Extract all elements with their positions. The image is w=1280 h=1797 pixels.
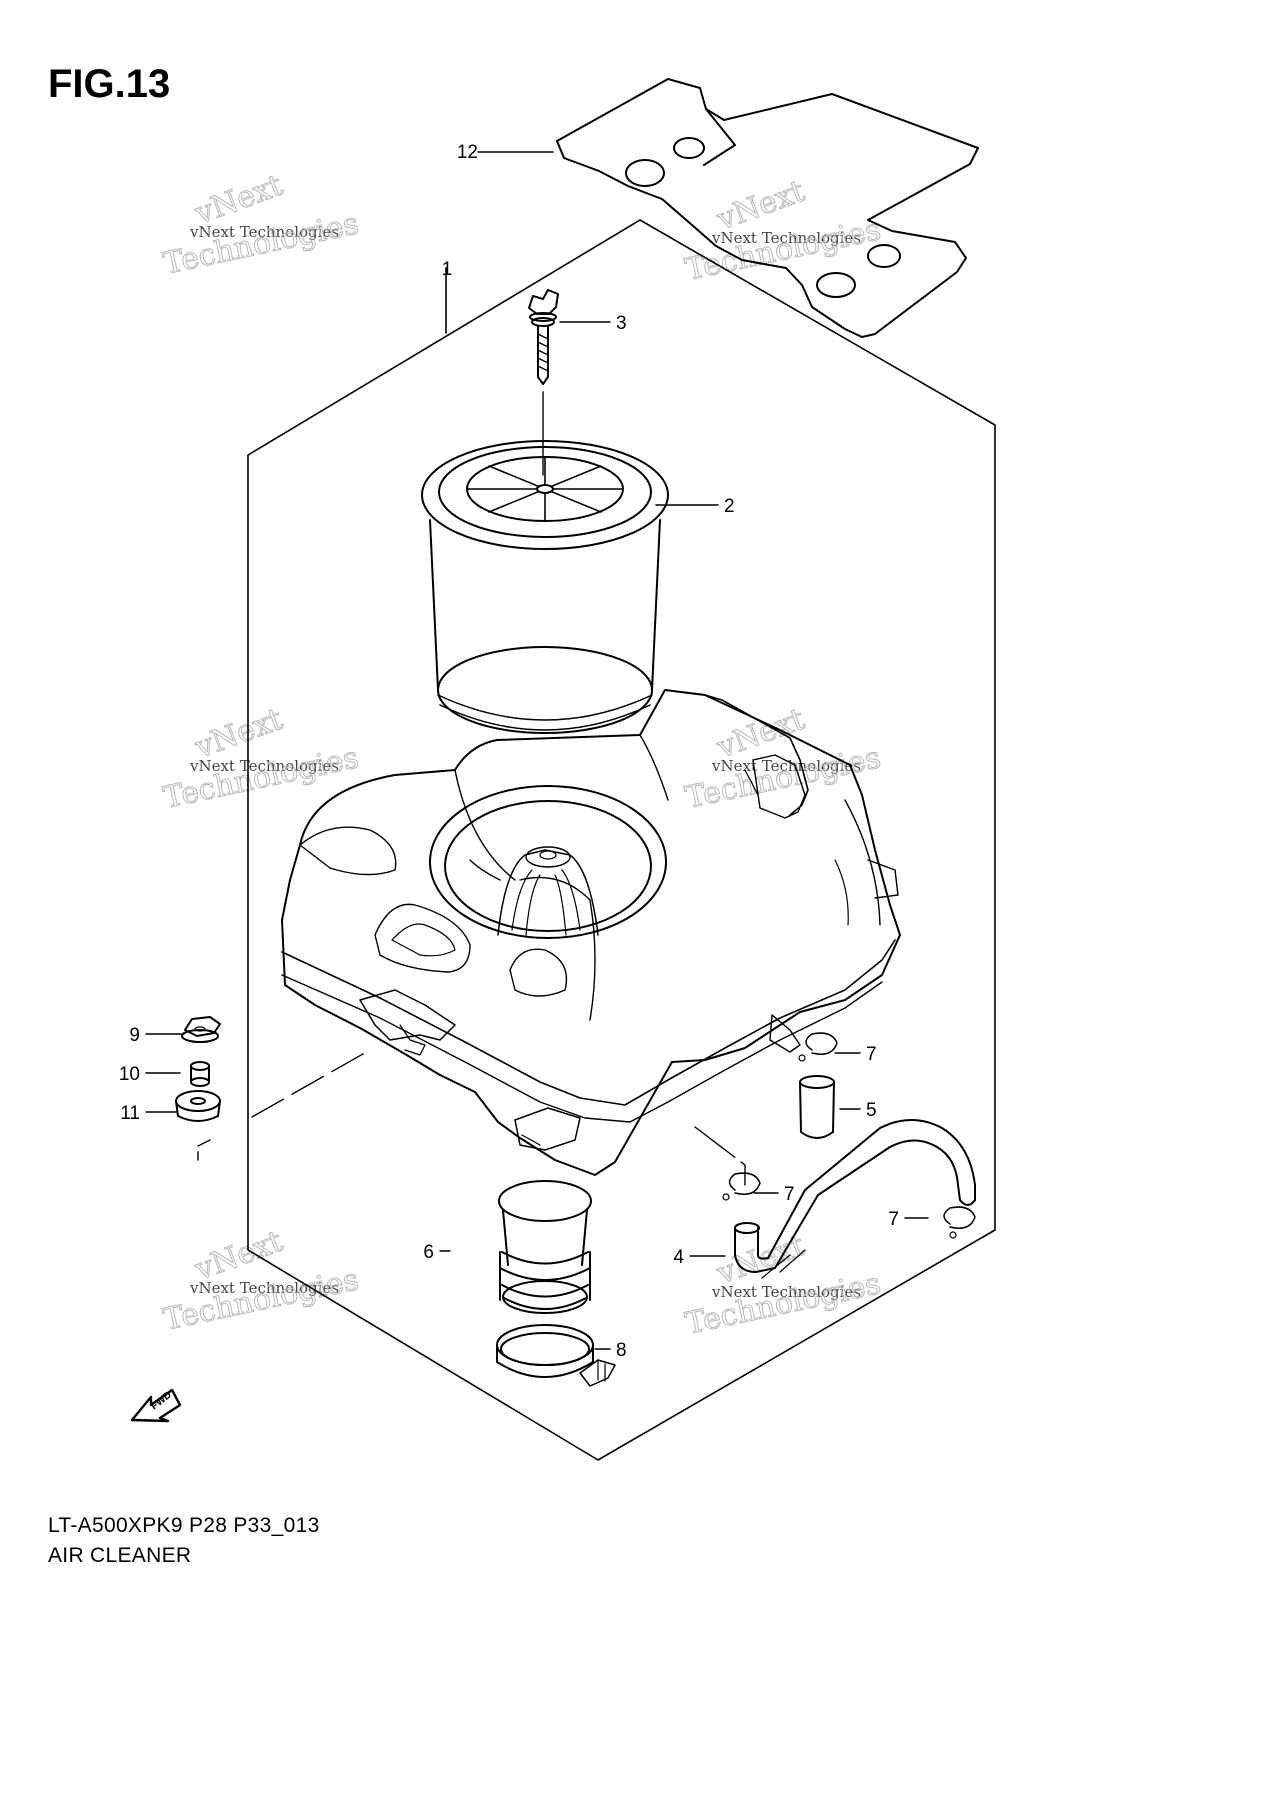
callout-6: 6 — [423, 1242, 434, 1263]
watermark-br: vNext vNext Technologies Technologies — [682, 1227, 884, 1342]
svg-text:Technologies: Technologies — [682, 212, 883, 288]
model-code: LT-A500XPK9 P28 P33_013 — [48, 1514, 320, 1537]
callout-7-c: 7 — [888, 1209, 899, 1230]
part-5-drain-plug — [799, 1075, 835, 1139]
callout-3: 3 — [616, 313, 627, 334]
callout-12: 12 — [457, 142, 478, 163]
part-9-bolt — [181, 1016, 221, 1043]
svg-text:Technologies: Technologies — [160, 740, 361, 816]
callout-8: 8 — [616, 1340, 627, 1361]
svg-text:vNext Technologies: vNext Technologies — [711, 1283, 861, 1301]
callout-2: 2 — [724, 496, 735, 517]
air-cleaner-case — [281, 689, 901, 1176]
assembly-name: AIR CLEANER — [48, 1544, 192, 1567]
callout-5: 5 — [866, 1100, 877, 1121]
svg-text:vNext Technologies: vNext Technologies — [711, 757, 861, 775]
leader-lines — [145, 151, 929, 1350]
part-12-cover-plate — [556, 78, 979, 338]
part-1-assembly-outline — [247, 219, 996, 1461]
part-2-filter-element — [421, 440, 669, 734]
part-7-clip-b — [722, 1172, 761, 1201]
figure-title: FIG.13 — [48, 62, 171, 106]
fwd-arrow-icon — [130, 1388, 182, 1423]
svg-text:Technologies: Technologies — [682, 740, 883, 816]
callout-7-a: 7 — [866, 1044, 877, 1065]
svg-text:vNext Technologies: vNext Technologies — [189, 223, 339, 241]
part-10-collar — [190, 1061, 210, 1087]
watermark-bl: vNext vNext Technologies Technologies — [160, 1223, 362, 1338]
part-7-clip-c — [943, 1206, 976, 1239]
svg-text:Technologies: Technologies — [160, 206, 361, 282]
part-7-clip-a — [798, 1032, 838, 1062]
svg-text:vNext Technologies: vNext Technologies — [189, 1279, 339, 1297]
callout-9: 9 — [129, 1025, 140, 1046]
svg-text:vNext Technologies: vNext Technologies — [711, 229, 861, 247]
part-3-wing-screw — [528, 289, 559, 476]
callout-10: 10 — [119, 1064, 140, 1085]
watermark-tr: vNext vNext Technologies Technologies — [682, 173, 884, 288]
callout-labels: 12 1 3 2 9 10 11 7 5 7 7 6 4 8 — [119, 142, 899, 1361]
callout-7-b: 7 — [784, 1184, 795, 1205]
svg-text:vNext Technologies: vNext Technologies — [189, 757, 339, 775]
callout-4: 4 — [673, 1247, 684, 1268]
callout-11: 11 — [120, 1103, 140, 1124]
part-11-cushion — [175, 1090, 221, 1122]
part-4-breather-hose — [734, 1119, 976, 1279]
watermark-tl: vNext vNext Technologies Technologies — [160, 167, 362, 282]
part-6-outlet-tube — [498, 1180, 592, 1314]
svg-text:Technologies: Technologies — [682, 1266, 883, 1342]
callout-1: 1 — [442, 259, 453, 280]
part-8-clamp — [496, 1324, 616, 1387]
